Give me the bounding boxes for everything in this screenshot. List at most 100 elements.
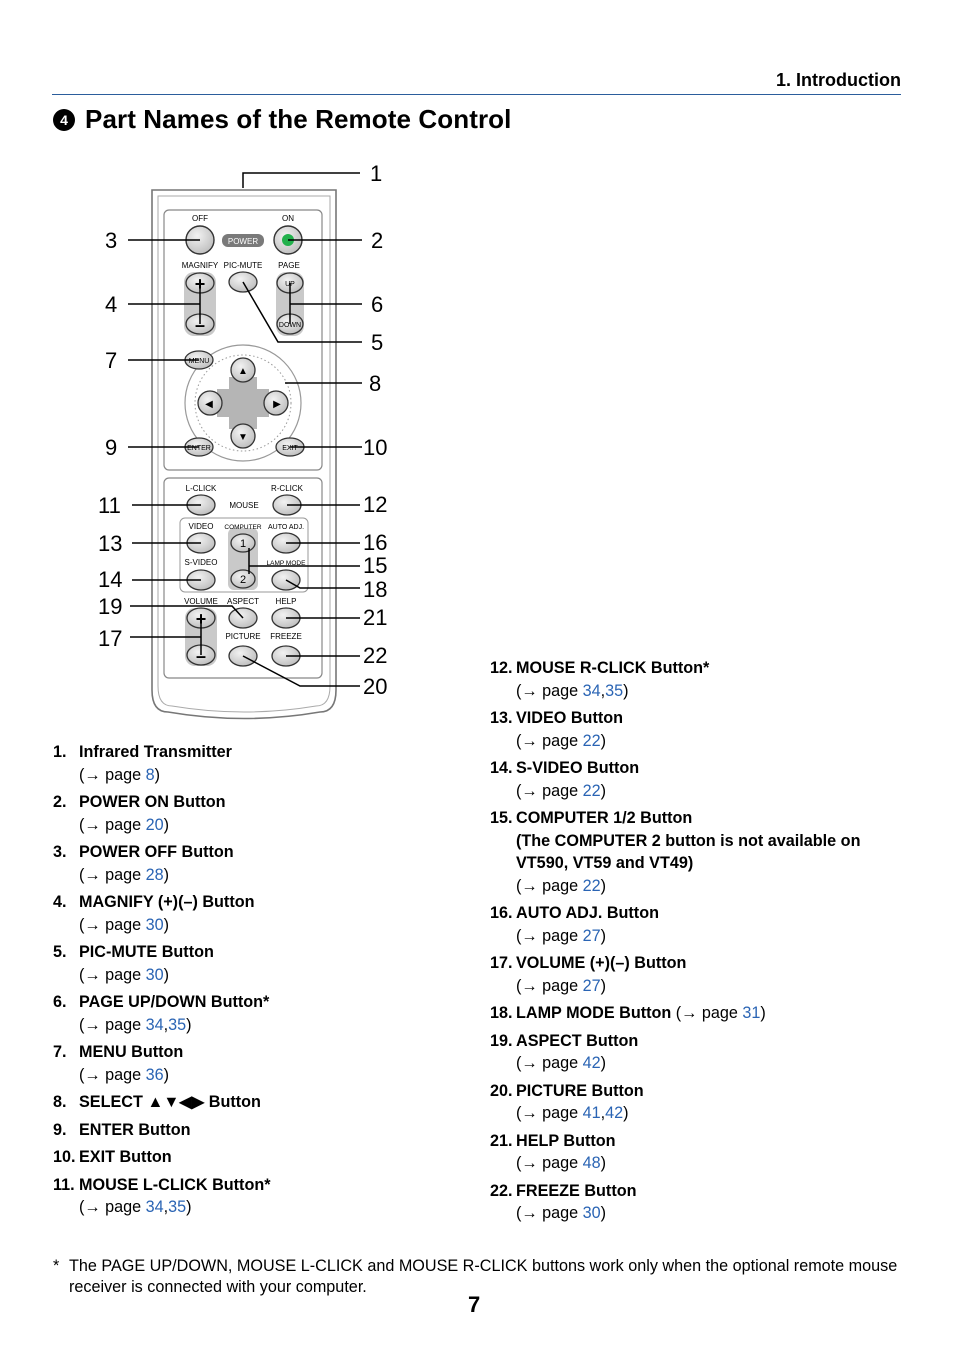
s-video-label: S-VIDEO: [185, 558, 218, 567]
page-link[interactable]: 35: [605, 681, 624, 700]
page-number: 7: [468, 1292, 481, 1317]
list-item: 4. MAGNIFY (+)(–) Button (→ page 30): [53, 891, 473, 936]
section-title: Part Names of the Remote Control: [85, 104, 512, 134]
callout-19: 19: [98, 594, 122, 619]
item-number: 4.: [53, 893, 67, 911]
footnote: * The PAGE UP/DOWN, MOUSE L-CLICK and MO…: [53, 1256, 913, 1298]
item-name: AUTO ADJ. Button: [516, 904, 659, 922]
item-number: 21.: [490, 1131, 513, 1150]
callout-13: 13: [98, 531, 122, 556]
magnify-label: MAGNIFY: [182, 261, 219, 270]
pic-mute-label: PIC-MUTE: [224, 261, 263, 270]
item-number: 3.: [53, 843, 67, 861]
computer-2-label: 2: [240, 574, 246, 586]
page-link[interactable]: 8: [145, 765, 155, 784]
callout-2: 2: [371, 228, 383, 253]
page-link[interactable]: 30: [582, 1204, 601, 1222]
page-link[interactable]: 30: [145, 965, 164, 984]
callout-1: 1: [370, 161, 382, 186]
page-link[interactable]: 34: [145, 1015, 164, 1034]
page-reference: (→ page 31): [675, 1004, 766, 1022]
item-name: ASPECT Button: [516, 1031, 639, 1050]
page-link[interactable]: 42: [582, 1054, 601, 1072]
list-item: 2. POWER ON Button(→ page 20): [53, 791, 473, 836]
list-item: 3. POWER OFF Button(→ page 28): [53, 841, 473, 886]
chapter-title: 1. Introduction: [776, 70, 901, 90]
leader-1: [242, 172, 360, 188]
computer-label: COMPUTER: [224, 524, 262, 531]
help-label: HELP: [276, 597, 297, 606]
callout-10: 10: [363, 435, 387, 460]
power-label-plate: [222, 234, 264, 247]
item-name: COMPUTER 1/2 Button: [516, 809, 693, 827]
page-link[interactable]: 35: [168, 1198, 187, 1216]
page-reference: (→ page 20): [79, 815, 169, 834]
page-link[interactable]: 31: [742, 1004, 761, 1022]
list-item: 13. VIDEO Button(→ page 22): [490, 707, 910, 752]
r-click-label: R-CLICK: [271, 484, 304, 493]
page-link[interactable]: 22: [582, 876, 601, 895]
page-reference: (→ page 30): [79, 915, 169, 934]
callout-8: 8: [369, 371, 381, 396]
video-label: VIDEO: [189, 522, 214, 531]
page-link[interactable]: 42: [605, 1104, 624, 1122]
page-label: PAGE: [278, 261, 300, 270]
callout-9: 9: [105, 435, 117, 460]
page-link[interactable]: 22: [582, 731, 601, 750]
page-link[interactable]: 34: [145, 1198, 164, 1216]
page-link[interactable]: 28: [145, 865, 164, 884]
item-number: 11.: [53, 1175, 75, 1194]
minus-icon: –: [195, 315, 205, 335]
item-number: 5.: [53, 943, 67, 961]
footnote-star: *: [53, 1257, 60, 1275]
picture-label: PICTURE: [225, 632, 260, 641]
page-link[interactable]: 36: [145, 1065, 164, 1084]
volume-minus-icon: –: [196, 646, 206, 666]
list-item: 7. MENU Button(→ page 36): [53, 1041, 473, 1086]
item-name: MAGNIFY (+)(–) Button: [79, 893, 255, 911]
up-arrow-icon: ▲: [238, 366, 248, 377]
page-link[interactable]: 27: [582, 926, 601, 945]
remote-body-inner: [157, 195, 331, 713]
item-name: S-VIDEO Button: [516, 759, 640, 777]
list-item: 18. LAMP MODE Button (→ page 31): [490, 1002, 910, 1025]
page-link[interactable]: 20: [145, 815, 164, 834]
page-link[interactable]: 27: [582, 976, 601, 995]
down-arrow-icon: ▼: [238, 432, 248, 443]
page-link[interactable]: 35: [168, 1015, 187, 1034]
volume-label: VOLUME: [184, 597, 218, 606]
list-item: 11. MOUSE L-CLICK Button*(→ page 34,35): [53, 1174, 473, 1219]
computer-1-button: [230, 533, 256, 553]
page-reference: (→ page 22): [516, 781, 606, 800]
page-link[interactable]: 41: [582, 1104, 601, 1122]
exit-label: EXIT: [282, 445, 298, 452]
power-label: POWER: [228, 237, 258, 246]
callout-14: 14: [98, 567, 122, 592]
callout-21: 21: [363, 605, 387, 630]
callout-15: 15: [363, 553, 387, 578]
select-ring-dotted: [194, 354, 292, 452]
leader-20: [242, 655, 360, 687]
page-link[interactable]: 48: [582, 1154, 601, 1172]
page-link[interactable]: 22: [582, 781, 601, 800]
callout-22: 22: [363, 643, 387, 668]
item-name: POWER ON Button: [79, 793, 226, 811]
item-name: MENU Button: [79, 1043, 184, 1061]
leader-18: [285, 579, 360, 589]
list-item: 19. ASPECT Button(→ page 42): [490, 1030, 910, 1075]
page-link[interactable]: 30: [145, 915, 164, 934]
item-name: LAMP MODE Button: [516, 1004, 672, 1022]
page-reference: (→ page 22): [516, 731, 606, 750]
callout-16: 16: [363, 530, 387, 555]
item-name: SELECT ▲▼◀▶ Button: [79, 1093, 261, 1111]
page-reference: (→ page 22): [516, 876, 606, 895]
item-number: 9.: [53, 1120, 67, 1139]
page-reference: (→ page 34,35): [516, 681, 629, 700]
item-name: VIDEO Button: [516, 709, 624, 727]
page-link[interactable]: 34: [582, 681, 601, 700]
item-name: POWER OFF Button: [79, 843, 234, 861]
select-cross: [217, 377, 269, 429]
item-number: 12.: [490, 659, 513, 677]
page-reference: (→ page 48): [516, 1154, 606, 1172]
item-number: 7.: [53, 1043, 67, 1061]
